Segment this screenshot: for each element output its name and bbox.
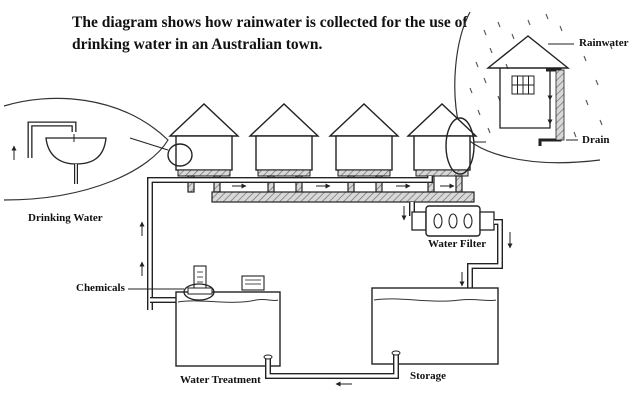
tap-zoom-connector [129,137,169,151]
inset-house-roof [486,35,570,69]
chemical-dispenser [183,265,215,301]
chemical-dispenser [241,275,265,291]
title-line-1: The diagram shows how rainwater is colle… [72,14,468,31]
house [328,103,400,177]
collection-pipe [211,191,475,203]
water-treatment-tank [175,291,281,367]
label-drain: Drain [582,134,610,146]
storage-tank [371,287,499,365]
label-storage: Storage [410,370,447,382]
rainwater-inset [454,11,613,164]
label-rainwater: Rainwater [579,37,629,49]
chemicals-zoom-circle [183,283,215,301]
inset-house-window [511,75,535,95]
diagram-title: The diagram shows how rainwater is colle… [72,12,472,56]
tap-zoom-circle [167,143,193,167]
houses-row [168,103,478,177]
house [248,103,320,177]
drinking-water-inset [3,97,169,201]
water-filter [411,205,495,237]
drain-zoom-circle [445,117,475,175]
label-drinking-water: Drinking Water [28,212,103,224]
house [406,103,478,177]
label-water-treatment: Water Treatment [180,374,261,386]
sink-basin [45,137,107,165]
title-line-2: drinking water in an Australian town. [72,36,323,53]
label-water-filter: Water Filter [428,238,487,250]
rain-drops [469,13,613,138]
label-chemicals: Chemicals [76,282,125,294]
house [168,103,240,177]
